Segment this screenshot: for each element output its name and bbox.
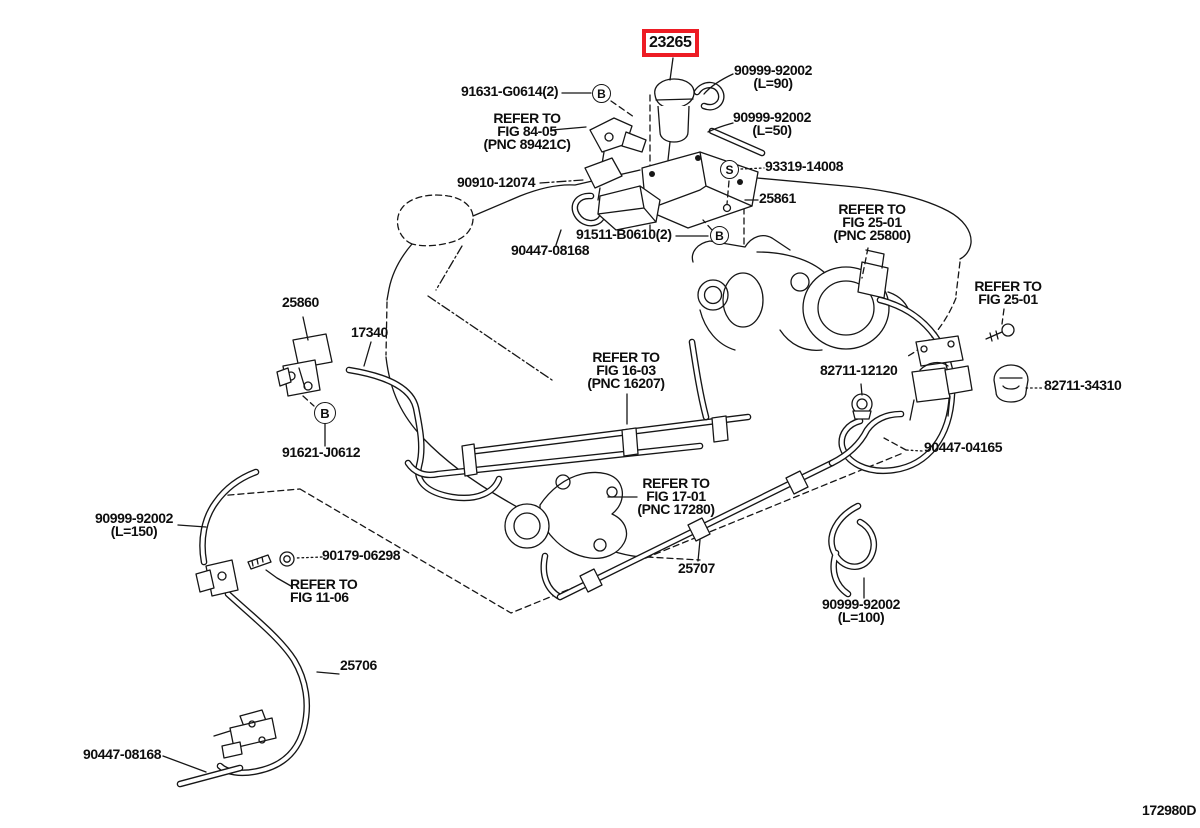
valve-25860-part	[276, 333, 333, 397]
part-label-90999-l150: 90999-92002 (L=150)	[94, 510, 174, 539]
clamp-82711-34310-part	[993, 364, 1029, 403]
actuator-bracket-part	[909, 335, 973, 421]
box-91511-part	[597, 185, 661, 231]
clamp-bottom-part	[213, 709, 277, 759]
sensor-fig-84-05-part	[589, 117, 647, 165]
part-label-25707: 25707	[678, 560, 715, 576]
callout-b-2: B	[710, 226, 729, 245]
leader-lines	[162, 57, 1044, 773]
part-label-25861: 25861	[759, 190, 796, 206]
part-label-90447-08168-upper: 90447-08168	[511, 242, 590, 258]
callout-b-3: B	[314, 402, 336, 424]
screw-90179-part	[247, 551, 295, 570]
valve-90910-part	[584, 157, 623, 201]
part-label-91631-g0614: 91631-G0614(2)	[461, 83, 559, 99]
part-label-90910-12074: 90910-12074	[457, 174, 536, 190]
bracket-25861-part	[641, 151, 759, 229]
hoses-and-pipes	[180, 85, 952, 784]
part-label-90999-l100: 90999-92002 (L=100)	[821, 596, 901, 625]
callout-s: S	[720, 160, 739, 179]
refer-label-fig-17-01: REFER TO FIG 17-01 (PNC 17280)	[637, 475, 715, 517]
part-label-90999-l90: 90999-92002 (L=90)	[733, 62, 813, 91]
egr-valve-part	[504, 471, 628, 560]
part-label-91511-b0610: 91511-B0610(2)	[576, 226, 672, 242]
engine-block-outline	[385, 169, 972, 561]
figure-code: 172980D	[1142, 802, 1197, 818]
part-label-25706: 25706	[340, 657, 377, 673]
part-label-91621-j0612: 91621-J0612	[282, 444, 361, 460]
refer-label-fig-25-01: REFER TO FIG 25-01	[974, 278, 1042, 307]
part-label-82711-34310: 82711-34310	[1044, 377, 1122, 393]
vsv-23265-part	[654, 78, 695, 161]
part-label-93319-14008: 93319-14008	[765, 158, 844, 174]
refer-label-fig-25-01-pnc: REFER TO FIG 25-01 (PNC 25800)	[833, 201, 911, 243]
part-label-82711-12120: 82711-12120	[820, 362, 898, 378]
part-label-90179-06298: 90179-06298	[322, 547, 401, 563]
part-label-90447-08168-lower: 90447-08168	[83, 746, 162, 762]
part-label-17340: 17340	[351, 324, 388, 340]
refer-label-fig-16-03: REFER TO FIG 16-03 (PNC 16207)	[587, 349, 665, 391]
refer-label-fig-84-05: REFER TO FIG 84-05 (PNC 89421C)	[483, 110, 571, 152]
part-label-90999-l50: 90999-92002 (L=50)	[732, 109, 812, 138]
callout-b-1: B	[592, 84, 611, 103]
part-label-90447-04165: 90447-04165	[924, 439, 1003, 455]
bolt-fig-25-01-part	[985, 323, 1015, 342]
highlighted-part-callout-23265[interactable]: 23265	[642, 29, 699, 57]
part-label-25860: 25860	[282, 294, 319, 310]
refer-label-fig-11-06: REFER TO FIG 11-06	[290, 576, 358, 605]
clamp-82711-12120-part	[851, 393, 873, 420]
bracket-fig-11-06-part	[195, 559, 239, 597]
turbocharger-assembly	[691, 235, 911, 351]
